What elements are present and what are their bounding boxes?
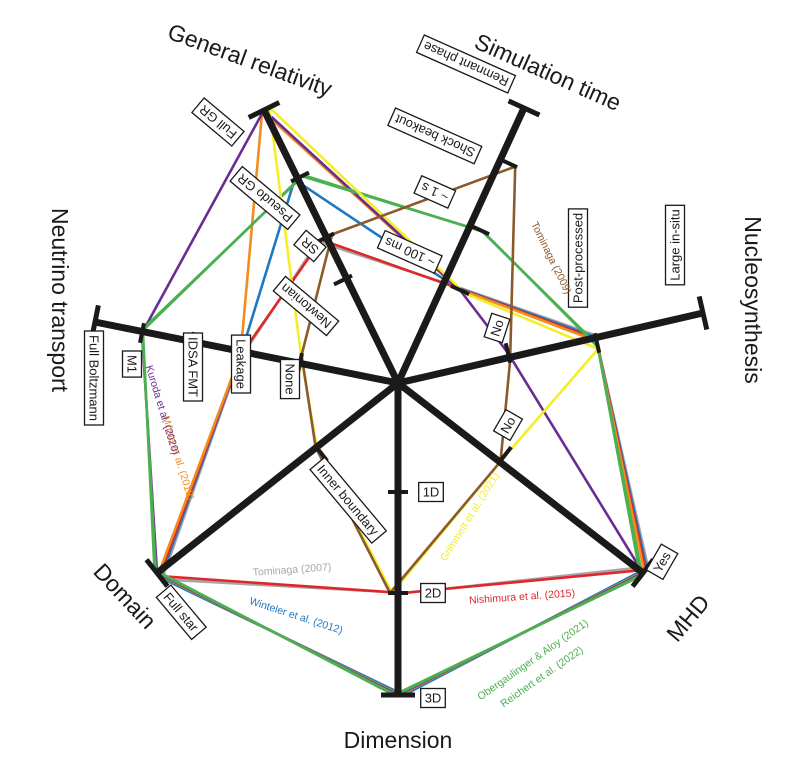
- axis-line-simulation-time: [394, 106, 528, 385]
- level-label-nucleosynthesis-1: Post-processed: [567, 208, 589, 308]
- level-box: [182, 332, 204, 402]
- axis-cap-general-relativity: [247, 100, 281, 120]
- series-label-1: Winteler et al. (2012): [248, 595, 344, 637]
- level-box: [83, 330, 105, 426]
- axis-tick-simulation-time-2: [498, 157, 518, 169]
- level-box: [121, 350, 143, 378]
- level-label-general-relativity-1: SR: [292, 229, 327, 263]
- level-box: [272, 275, 340, 337]
- axis-tick-general-relativity-2: [290, 170, 310, 184]
- level-text: No: [487, 318, 506, 338]
- level-label-domain-0: Inner boundary: [309, 456, 388, 545]
- level-label-neutrino-transport-2: IDSA FMT: [182, 332, 204, 402]
- level-box: [645, 543, 679, 581]
- level-label-general-relativity-0: Newtonian: [272, 275, 340, 337]
- level-label-neutrino-transport-3: M1: [121, 350, 143, 378]
- level-text: Inner boundary: [314, 462, 382, 539]
- level-label-general-relativity-3: Full GR: [190, 97, 245, 147]
- axis-title-dimension: Dimension: [344, 727, 453, 753]
- level-label-dimension-1: 2D: [420, 582, 446, 604]
- level-text: Shock beakout: [392, 112, 477, 161]
- level-text: Leakage: [234, 339, 249, 389]
- level-text: IDSA FMT: [186, 337, 201, 397]
- level-box: [483, 312, 511, 344]
- level-box: [567, 208, 589, 308]
- axis-tick-simulation-time-0: [450, 284, 470, 296]
- axis-tick-mhd-0: [497, 445, 513, 465]
- level-box: [279, 358, 301, 400]
- level-box: [420, 687, 446, 709]
- level-label-mhd-1: Yes: [645, 543, 679, 581]
- level-text: M1: [125, 355, 140, 373]
- axis-cap-simulation-time: [507, 98, 541, 118]
- axis-tick-nucleosynthesis-1: [592, 332, 602, 354]
- level-box: [376, 229, 443, 275]
- series-line-4: [140, 108, 645, 697]
- level-text: 3D: [425, 691, 442, 706]
- level-label-simulation-time-1: ~ 1 s: [413, 174, 457, 209]
- axis-title-mhd: MHD: [661, 590, 715, 647]
- axis-line-domain: [154, 380, 401, 576]
- series-labels-layer: Tominaga (2007) Winteler et al. (2012) Nis…: [143, 220, 591, 710]
- axis-line-general-relativity: [260, 108, 402, 385]
- axis-title-domain: Domain: [88, 558, 161, 634]
- level-box: [420, 582, 446, 604]
- level-box: [664, 204, 686, 286]
- series-label-2: Nishimura et al. (2015): [469, 587, 576, 606]
- level-label-dimension-0: 1D: [418, 481, 444, 503]
- axis-line-mhd: [395, 380, 646, 576]
- level-box: [230, 334, 252, 394]
- level-text: Newtonian: [278, 281, 335, 332]
- level-label-mhd-0: No: [492, 408, 524, 442]
- level-text: Full Boltzmann: [87, 335, 102, 421]
- level-label-dimension-2: 3D: [420, 687, 446, 709]
- level-box: [418, 481, 444, 503]
- level-text: Post-processed: [571, 213, 586, 303]
- level-label-simulation-time-2: Shock beakout: [386, 107, 483, 165]
- level-box: [155, 584, 208, 641]
- axis-title-general-relativity: General relativity: [164, 18, 336, 102]
- axis-title-nucleosynthesis: Nucleosynthesis: [740, 216, 766, 383]
- level-box: [292, 229, 327, 263]
- series-label-7: Grimmett et al. (2021): [438, 471, 502, 564]
- axis-tick-neutrino-transport-3: [138, 322, 146, 344]
- level-label-simulation-time-0: ~ 100 ms: [376, 229, 443, 275]
- level-label-nucleosynthesis-2: Large in-situ: [664, 204, 686, 286]
- level-label-nucleosynthesis-0: No: [483, 312, 511, 344]
- level-text: 1D: [423, 485, 440, 500]
- level-text: Pseudo GR: [234, 171, 295, 226]
- level-box: [309, 456, 388, 545]
- level-text: None: [283, 363, 298, 394]
- axis-line-nucleosynthesis: [397, 309, 704, 387]
- level-box: [190, 97, 245, 147]
- axis-tick-nucleosynthesis-0: [503, 342, 513, 364]
- axis-tick-general-relativity-0: [333, 273, 353, 287]
- axis-title-neutrino-transport: Neutrino transport: [47, 208, 73, 393]
- level-box: [386, 107, 483, 165]
- level-text: Full star: [160, 589, 202, 635]
- axis-cap-domain: [144, 558, 170, 588]
- level-text: 2D: [425, 586, 442, 601]
- level-text: Large in-situ: [668, 209, 683, 281]
- level-text: No: [497, 414, 518, 436]
- level-box: [413, 174, 457, 209]
- axis-cap-nucleosynthesis: [696, 295, 710, 331]
- series-label-0: Tominaga (2007): [252, 561, 331, 578]
- level-box: [229, 165, 301, 231]
- level-label-neutrino-transport-0: None: [279, 358, 301, 400]
- level-label-neutrino-transport-1: Leakage: [230, 334, 252, 394]
- level-box: [415, 34, 517, 94]
- level-label-neutrino-transport-4: Full Boltzmann: [83, 330, 105, 426]
- axis-tick-simulation-time-1: [470, 224, 490, 236]
- level-box: [492, 408, 524, 442]
